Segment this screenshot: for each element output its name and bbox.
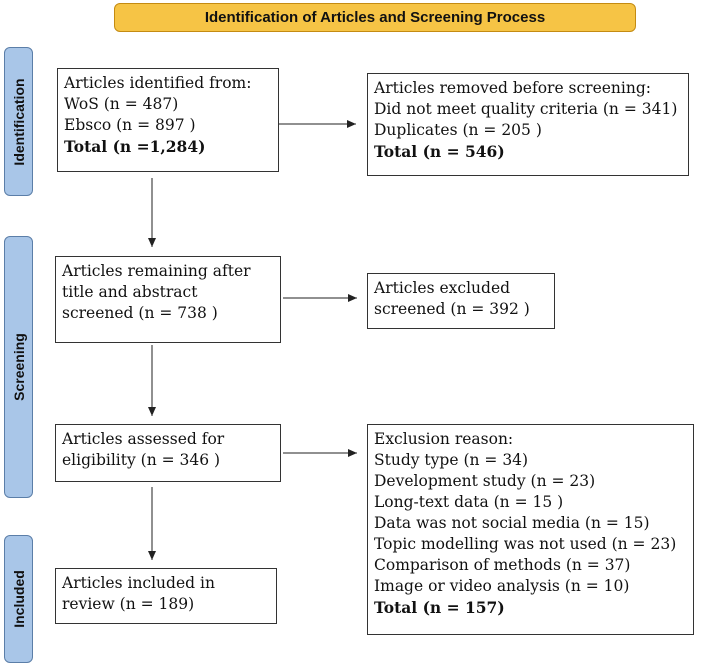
exclusion-reason: Image or video analysis (n = 10) bbox=[374, 577, 630, 595]
removed-total: Total (n = 546) bbox=[374, 142, 505, 161]
box-exclusion-reasons: Exclusion reason: Study type (n = 34) De… bbox=[367, 424, 694, 635]
remaining-line1: Articles remaining after bbox=[62, 262, 251, 280]
exclusion-reason: Data was not social media (n = 15) bbox=[374, 514, 650, 532]
exclusion-reason: Study type (n = 34) bbox=[374, 451, 529, 469]
exclusion-reason: Long-text data (n = 15 ) bbox=[374, 493, 564, 511]
exclusion-reason: Topic modelling was not used (n = 23) bbox=[374, 535, 677, 553]
stage-screening: Screening bbox=[4, 236, 33, 498]
removed-title: Articles removed before screening: bbox=[374, 79, 652, 97]
box-articles-identified: Articles identified from: WoS (n = 487) … bbox=[57, 68, 279, 172]
stage-included: Included bbox=[4, 535, 33, 663]
identified-ebsco: Ebsco (n = 897 ) bbox=[64, 116, 196, 134]
included-line1: Articles included in bbox=[62, 574, 215, 592]
exclusion-reason: Comparison of methods (n = 37) bbox=[374, 556, 631, 574]
assessed-line1: Articles assessed for bbox=[62, 430, 225, 448]
assessed-line2: eligibility (n = 346 ) bbox=[62, 451, 221, 469]
identified-title: Articles identified from: bbox=[64, 74, 252, 92]
remaining-line3: screened (n = 738 ) bbox=[62, 304, 218, 322]
removed-duplicates: Duplicates (n = 205 ) bbox=[374, 121, 542, 139]
box-articles-removed: Articles removed before screening: Did n… bbox=[367, 73, 689, 176]
identified-wos: WoS (n = 487) bbox=[64, 95, 179, 113]
excluded-screened-line1: Articles excluded bbox=[374, 279, 511, 297]
excluded-screened-line2: screened (n = 392 ) bbox=[374, 300, 530, 318]
stage-identification: Identification bbox=[4, 47, 33, 196]
box-articles-included: Articles included in review (n = 189) bbox=[55, 568, 277, 624]
diagram-title-banner: Identification of Articles and Screening… bbox=[114, 3, 636, 32]
removed-quality: Did not meet quality criteria (n = 341) bbox=[374, 100, 678, 118]
box-articles-excluded-screened: Articles excluded screened (n = 392 ) bbox=[367, 273, 555, 329]
remaining-line2: title and abstract bbox=[62, 283, 198, 301]
box-articles-remaining: Articles remaining after title and abstr… bbox=[55, 256, 281, 343]
exclusion-reason: Development study (n = 23) bbox=[374, 472, 596, 490]
included-line2: review (n = 189) bbox=[62, 595, 195, 613]
exclusion-total: Total (n = 157) bbox=[374, 598, 505, 617]
exclusion-title: Exclusion reason: bbox=[374, 430, 514, 448]
box-articles-assessed: Articles assessed for eligibility (n = 3… bbox=[55, 424, 281, 482]
identified-total: Total (n =1,284) bbox=[64, 137, 206, 156]
